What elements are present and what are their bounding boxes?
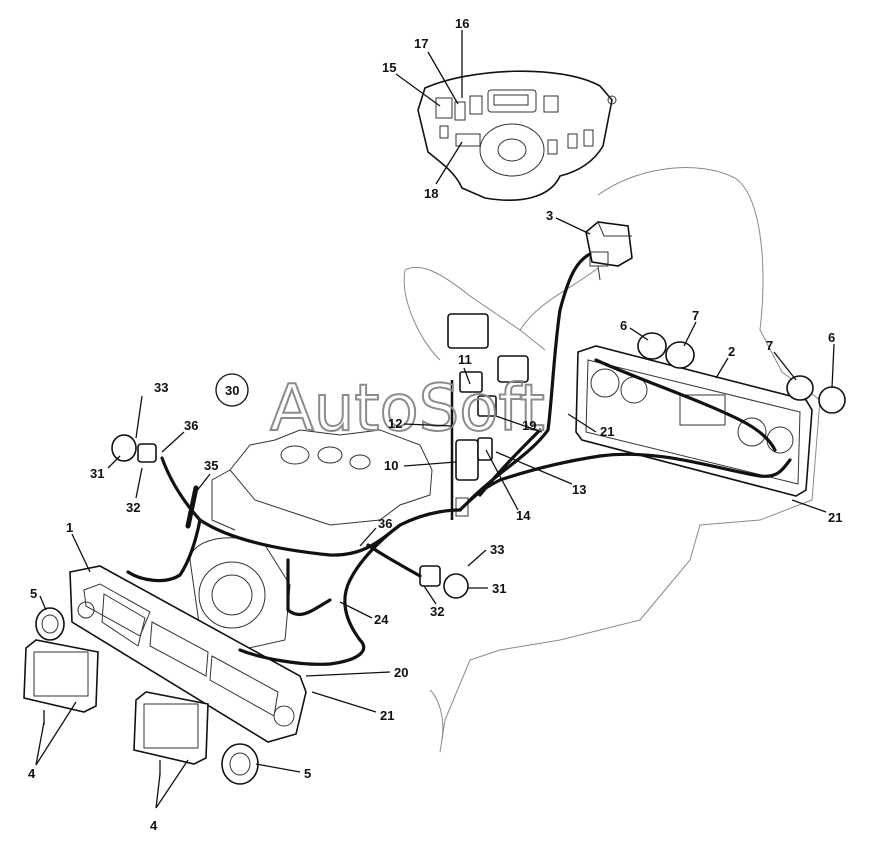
headlamps-4 — [23, 639, 209, 775]
callout-2: 2 — [728, 344, 735, 359]
engine-block — [211, 429, 433, 531]
callout-7-right: 7 — [766, 338, 773, 353]
relay-cluster — [447, 313, 529, 520]
callout-18: 18 — [424, 186, 438, 201]
callout-17: 17 — [414, 36, 428, 51]
callout-5-left: 5 — [30, 586, 37, 601]
callout-33-left: 33 — [154, 380, 168, 395]
callout-3: 3 — [546, 208, 553, 223]
callout-14: 14 — [516, 508, 531, 523]
dashboard-panel — [417, 70, 617, 201]
callout-24: 24 — [374, 612, 389, 627]
callout-32-right: 32 — [430, 604, 444, 619]
callout-21-mid: 21 — [600, 424, 614, 439]
wiring-harness — [126, 252, 792, 666]
callout-15: 15 — [382, 60, 396, 75]
front-grille-1 — [69, 565, 307, 743]
leader-lines — [35, 30, 835, 809]
callout-1: 1 — [66, 520, 73, 535]
callout-10: 10 — [384, 458, 398, 473]
callout-30: 30 — [225, 383, 239, 398]
callout-36-mid: 36 — [378, 516, 392, 531]
callout-labels: 16 17 15 18 3 6 7 2 7 6 11 30 33 12 36 1… — [28, 16, 842, 833]
callout-19: 19 — [522, 418, 536, 433]
callout-30-circle — [215, 373, 249, 407]
callout-11: 11 — [458, 352, 472, 367]
callout-16: 16 — [455, 16, 469, 31]
callout-31-left: 31 — [90, 466, 104, 481]
callout-5-right: 5 — [304, 766, 311, 781]
switch-18 — [455, 133, 481, 147]
callout-21-bottom: 21 — [380, 708, 394, 723]
callout-33-right: 33 — [490, 542, 504, 557]
callout-4-right: 4 — [150, 818, 158, 833]
callout-32-left: 32 — [126, 500, 140, 515]
callout-35: 35 — [204, 458, 218, 473]
side-lamps-5 — [35, 607, 259, 785]
watermark: AutoSoft — [270, 372, 545, 446]
bulbs-6-7 — [637, 332, 846, 414]
callout-7-left: 7 — [692, 308, 699, 323]
callout-4-left: 4 — [28, 766, 36, 781]
callout-21-right: 21 — [828, 510, 842, 525]
callout-6-left: 6 — [620, 318, 627, 333]
callout-20: 20 — [394, 665, 408, 680]
cab-body-outline — [403, 167, 821, 753]
callout-13: 13 — [572, 482, 586, 497]
callout-6-right: 6 — [828, 330, 835, 345]
rear-light-bar-2 — [575, 345, 813, 497]
callout-36-left: 36 — [184, 418, 198, 433]
callout-12: 12 — [388, 416, 402, 431]
callout-31-right: 31 — [492, 581, 506, 596]
relay-box-3 — [585, 221, 633, 281]
